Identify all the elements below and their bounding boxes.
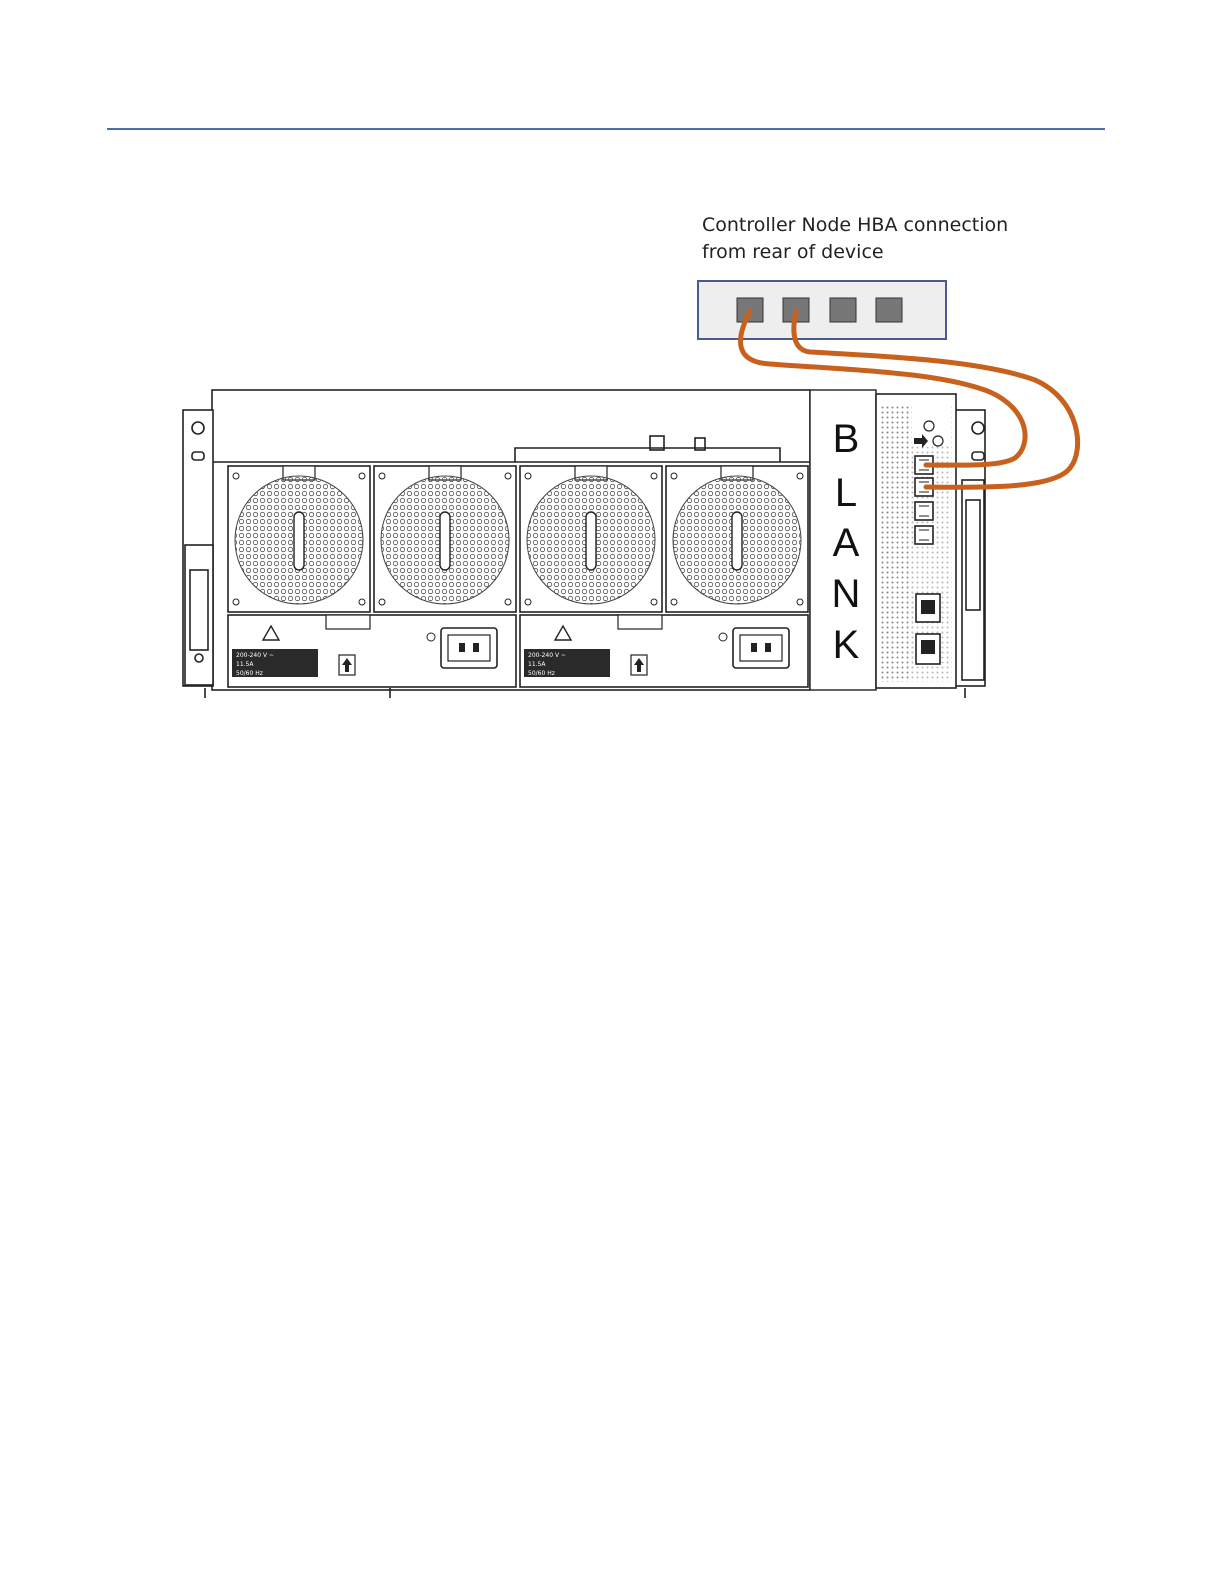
- fan-4: [666, 466, 808, 612]
- psu-1-label-line-3: 50/60 Hz: [236, 670, 263, 677]
- controller-port-4: [915, 526, 933, 544]
- fan-1: [228, 466, 370, 612]
- blank-letter-l: L: [835, 471, 857, 515]
- hba-card: [698, 281, 946, 339]
- psu-2-label-line-3: 50/60 Hz: [528, 670, 555, 677]
- controller-port-3: [915, 502, 933, 520]
- blank-letter-a: A: [833, 521, 860, 565]
- blank-letter-n: N: [832, 572, 861, 616]
- blank-slot: B L A N K: [810, 390, 876, 690]
- fan-2: [374, 466, 516, 612]
- psu-1-label-line-2: 11.5A: [236, 661, 254, 668]
- fan-3: [520, 466, 662, 612]
- psu-1-label-line-1: 200-240 V ~: [236, 652, 274, 659]
- hba-port-3: [830, 298, 856, 322]
- hba-port-4: [876, 298, 902, 322]
- blank-letter-k: K: [833, 623, 860, 667]
- psu-1: 200-240 V ~ 11.5A 50/60 Hz: [228, 615, 516, 687]
- controller-node: [876, 394, 956, 688]
- psu-2-label-line-2: 11.5A: [528, 661, 546, 668]
- blank-letter-b: B: [833, 417, 860, 461]
- psu-2: 200-240 V ~ 11.5A 50/60 Hz: [520, 615, 808, 687]
- psu-2-label-line-1: 200-240 V ~: [528, 652, 566, 659]
